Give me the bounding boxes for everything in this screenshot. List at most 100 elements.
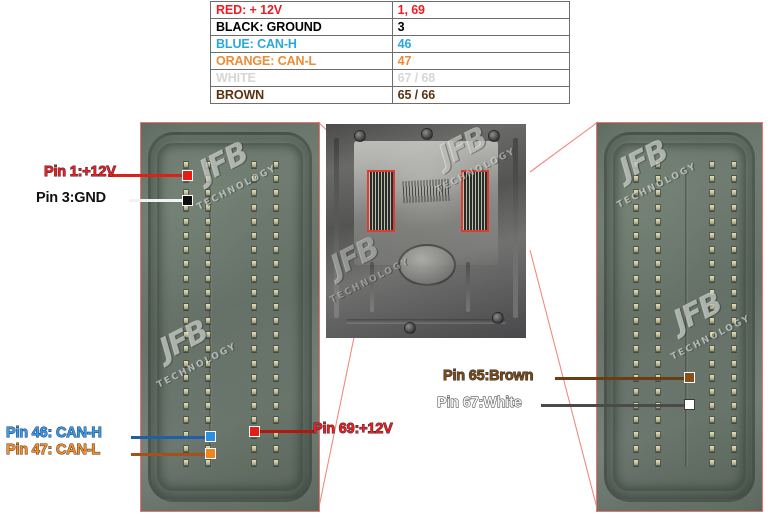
pin-marker-46 <box>205 431 216 442</box>
connector-pin <box>273 302 279 310</box>
legend-value-blue: 46 <box>391 35 571 53</box>
connector-pin <box>251 175 257 183</box>
connector-pin <box>205 274 211 282</box>
connector-pin <box>251 331 257 339</box>
connector-pin <box>709 402 715 410</box>
connector-pin <box>183 288 189 296</box>
connector-pin <box>205 416 211 424</box>
connector-pin <box>709 388 715 395</box>
pin-marker-67 <box>684 399 695 410</box>
connector-pin <box>655 444 661 452</box>
pin-column <box>709 161 715 473</box>
connector-pin <box>633 416 639 424</box>
connector-pin <box>731 288 737 296</box>
connector-pin <box>251 345 257 353</box>
connector-pin <box>731 317 737 325</box>
connector-pin <box>709 302 715 310</box>
connector-pin <box>183 231 189 239</box>
connector-pin <box>205 331 211 339</box>
connector-pin <box>183 388 189 395</box>
table-row: WHITE 67 / 68 <box>210 69 571 87</box>
connector-pin <box>655 161 661 168</box>
connector-pin <box>709 317 715 325</box>
legend-value-orange: 47 <box>391 52 571 70</box>
right-connector-photo: JFB TECHNOLOGY JFB TECHNOLOGY <box>596 122 763 512</box>
pin-marker-47 <box>205 448 216 459</box>
ecu-bolt <box>354 130 366 142</box>
connector-pin <box>205 189 211 197</box>
connector-pin <box>731 430 737 438</box>
connector-pin <box>251 388 257 395</box>
ecu-port-right <box>461 170 489 232</box>
connector-pin <box>655 175 661 183</box>
leader-line-pin46 <box>131 436 211 439</box>
connector-pin <box>183 458 189 466</box>
connector-pin <box>633 345 639 353</box>
connector-pin <box>205 161 211 168</box>
connector-pin <box>731 458 737 466</box>
callout-pin46: Pin 46: CAN-H <box>6 425 103 442</box>
connector-pin <box>709 260 715 268</box>
connector-pin <box>731 345 737 353</box>
connector-pin <box>655 416 661 424</box>
ecu-ridge <box>334 138 339 318</box>
pin-column <box>731 161 737 473</box>
connector-pin <box>655 388 661 395</box>
right-connector-housing <box>604 132 755 502</box>
connector-pin <box>251 402 257 410</box>
connector-pin <box>251 246 257 254</box>
pin-column <box>633 161 639 473</box>
leader-line-pin69 <box>258 430 316 433</box>
connector-pin <box>655 288 661 296</box>
connector-pin <box>709 359 715 367</box>
connector-pin <box>205 302 211 310</box>
connector-pin <box>205 388 211 395</box>
connector-pin <box>273 331 279 339</box>
leader-line-pin3 <box>129 199 186 202</box>
connector-pin <box>183 331 189 339</box>
connector-pin <box>633 260 639 268</box>
connector-pin <box>731 402 737 410</box>
connector-pin <box>205 246 211 254</box>
connector-pin <box>205 402 211 410</box>
connector-pin <box>183 359 189 367</box>
connector-pin <box>273 402 279 410</box>
ecu-ridge <box>513 138 518 318</box>
connector-pin <box>731 302 737 310</box>
connector-pin <box>731 231 737 239</box>
ecu-port-left <box>367 170 395 232</box>
pin-marker-3 <box>182 195 193 206</box>
connector-pin <box>251 288 257 296</box>
connector-pin <box>183 402 189 410</box>
connector-pin <box>633 444 639 452</box>
connector-pin <box>273 246 279 254</box>
ecu-bolt <box>404 322 416 334</box>
connector-pin <box>183 246 189 254</box>
connector-pin <box>205 373 211 381</box>
connector-pin <box>655 458 661 466</box>
connector-pin <box>731 331 737 339</box>
connector-pin <box>709 175 715 183</box>
connector-pin <box>251 161 257 168</box>
connector-pin <box>633 317 639 325</box>
connector-pin <box>183 302 189 310</box>
ecu-label <box>402 178 450 203</box>
pin-column <box>205 161 211 473</box>
ecu-bolt <box>492 312 504 324</box>
connector-pin <box>709 189 715 197</box>
connector-pin <box>633 246 639 254</box>
pin-separator <box>685 167 688 467</box>
ecu-bolt <box>488 130 500 142</box>
legend-value-brown: 65 / 66 <box>391 86 571 104</box>
right-connector-pin-grid <box>633 161 753 473</box>
left-connector-housing-inner <box>157 143 303 491</box>
connector-pin <box>633 359 639 367</box>
connector-pin <box>205 317 211 325</box>
connector-pin <box>183 317 189 325</box>
connector-pin <box>183 260 189 268</box>
connector-pin <box>205 359 211 367</box>
ecu-ridge <box>466 262 470 312</box>
connector-pin <box>633 458 639 466</box>
pin-marker-65 <box>684 372 695 383</box>
